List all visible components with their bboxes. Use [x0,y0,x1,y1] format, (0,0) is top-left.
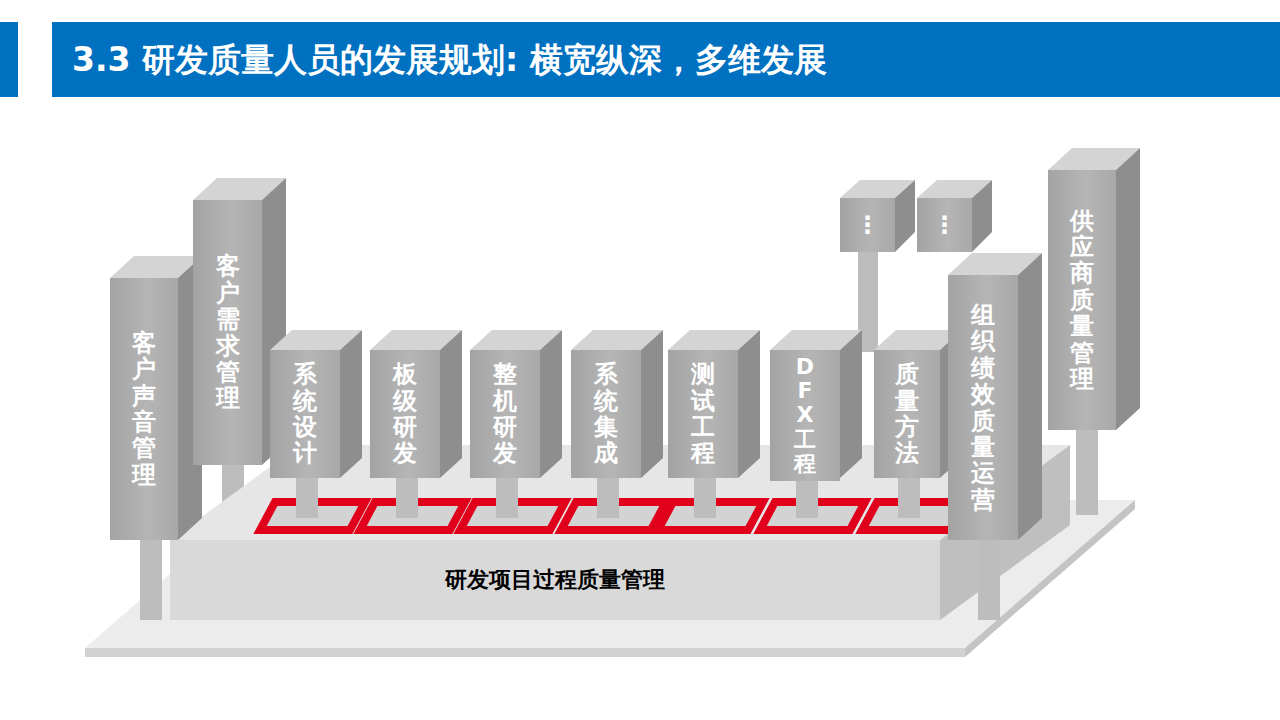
pillar-box: DFX工程 [770,350,840,481]
pillar-box: ⋮ [917,198,972,252]
pillar-box: 测试工程 [668,350,738,478]
pillar-label: ⋮ [933,212,957,238]
pillar-box: 板级研发 [370,350,440,478]
pillar-label: 板级研发 [393,361,417,467]
pillar-box: 系统设计 [270,350,340,478]
title-bar-tab [0,22,18,97]
pillar-label: 客户声音管理 [132,330,156,488]
pillar-label: 客户需求管理 [216,253,240,411]
pillar-label: 整机研发 [493,361,517,467]
pillar-label: 系统设计 [293,361,317,467]
pillar-box: 系统集成 [571,350,641,478]
pillar-label: 组织绩效质量运营 [971,302,995,513]
pillar-box: ⋮ [840,198,895,252]
pillar-box: 客户需求管理 [193,200,262,465]
slide-title: 3.3 研发质量人员的发展规划: 横宽纵深，多维发展 [72,22,827,97]
pillar-label: 供应商质量管理 [1070,208,1094,393]
platform-label: 研发项目过程质量管理 [445,565,665,595]
platform-box: 研发项目过程质量管理 [170,540,940,620]
pillar-box: 整机研发 [470,350,540,478]
pillar-label: 质量方法 [895,361,919,467]
pillar-label: 测试工程 [691,361,715,467]
pillar-label: ⋮ [856,212,880,238]
pillar-label: 系统集成 [594,361,618,467]
pillar-box: 供应商质量管理 [1048,170,1116,430]
pillar-box: 客户声音管理 [110,278,178,540]
pillar-box: 质量方法 [874,350,940,478]
pillar-box: 组织绩效质量运营 [948,275,1018,540]
pillar-label: DFX工程 [794,355,816,476]
